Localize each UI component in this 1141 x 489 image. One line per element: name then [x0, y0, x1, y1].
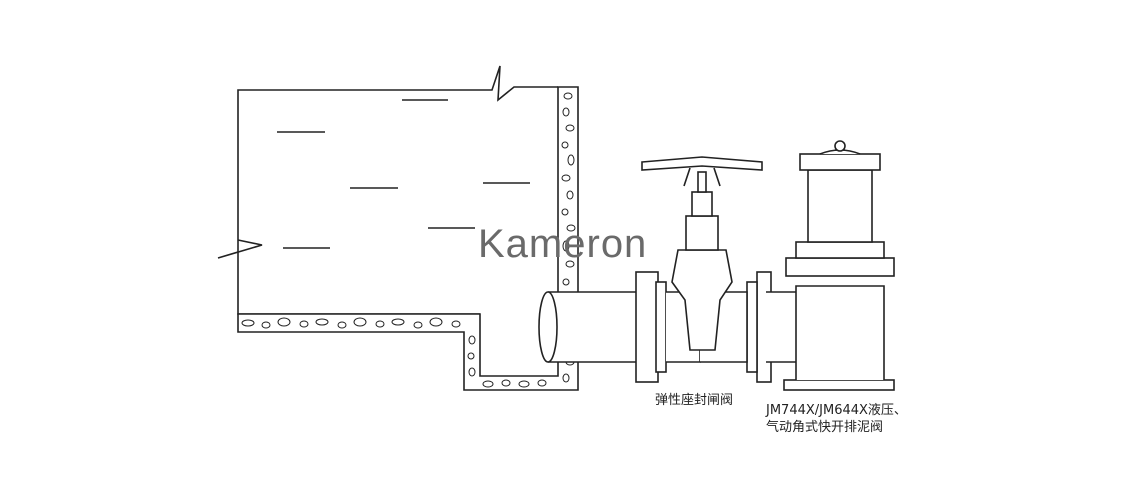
- water-surface-marks: [277, 99, 530, 249]
- gate-valve: [635, 156, 772, 383]
- mud-discharge-valve: [766, 140, 895, 391]
- mud-valve-label-line2: 气动角式快开排泥阀: [766, 420, 884, 435]
- pipe: [538, 291, 641, 363]
- concrete-wall: [237, 86, 579, 391]
- gate-valve-label: 弹性座封闸阀: [655, 393, 734, 408]
- mud-valve-label-line1: JM744X/JM644X液压、: [766, 403, 907, 418]
- watermark: Kameron: [478, 222, 648, 266]
